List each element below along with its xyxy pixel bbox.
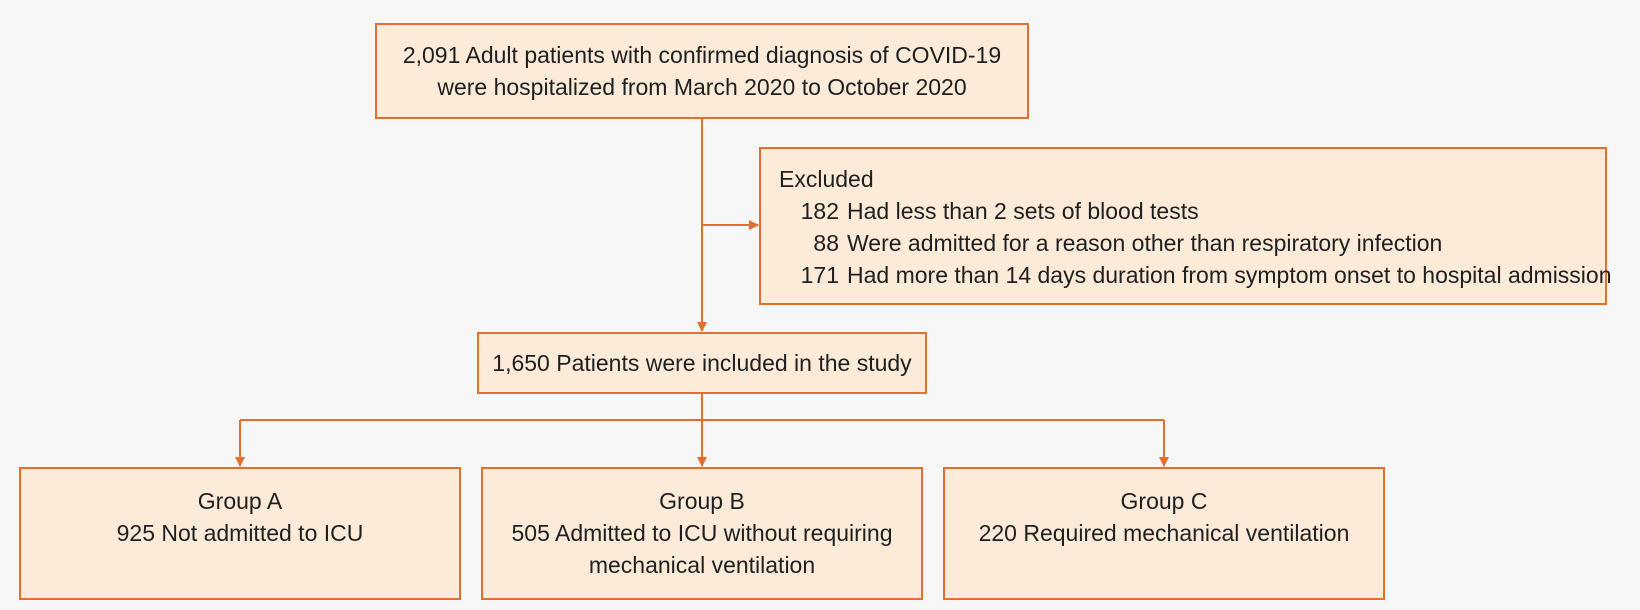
group-a-title: Group A bbox=[197, 488, 283, 514]
excluded-title: Excluded bbox=[779, 166, 874, 192]
group-c-title: Group C bbox=[1120, 488, 1208, 514]
group-c-line-1: 220 Required mechanical ventilation bbox=[978, 520, 1350, 546]
excluded-count: 171 bbox=[800, 262, 839, 288]
group-c-box: Group C 220 Required mechanical ventilat… bbox=[943, 467, 1385, 600]
excluded-reason: Were admitted for a reason other than re… bbox=[847, 230, 1443, 256]
included-patients-box: 1,650 Patients were included in the stud… bbox=[477, 332, 927, 394]
group-b-box: Group B 505 Admitted to ICU without requ… bbox=[481, 467, 923, 600]
group-a-box: Group A 925 Not admitted to ICU bbox=[19, 467, 461, 600]
excluded-count: 88 bbox=[813, 230, 839, 256]
group-b-line-1: 505 Admitted to ICU without requiring bbox=[511, 520, 893, 546]
excluded-item: 182 Had less than 2 sets of blood tests bbox=[779, 195, 1605, 227]
excluded-reason: Had more than 14 days duration from symp… bbox=[847, 262, 1612, 288]
group-a-line-1: 925 Not admitted to ICU bbox=[116, 520, 364, 546]
excluded-box: Excluded 182 Had less than 2 sets of blo… bbox=[759, 147, 1612, 305]
hospitalized-line-2: were hospitalized from March 2020 to Oct… bbox=[437, 74, 967, 100]
excluded-reason: Had less than 2 sets of blood tests bbox=[847, 198, 1199, 224]
group-b-title: Group B bbox=[659, 488, 745, 514]
hospitalized-line-1: 2,091 Adult patients with confirmed diag… bbox=[402, 42, 1002, 68]
hospitalized-patients-box: 2,091 Adult patients with confirmed diag… bbox=[375, 23, 1029, 119]
excluded-item: 88 Were admitted for a reason other than… bbox=[779, 227, 1605, 259]
included-text: 1,650 Patients were included in the stud… bbox=[492, 350, 912, 376]
excluded-count: 182 bbox=[800, 198, 839, 224]
group-b-line-2: mechanical ventilation bbox=[588, 552, 816, 578]
excluded-item: 171 Had more than 14 days duration from … bbox=[779, 259, 1612, 291]
